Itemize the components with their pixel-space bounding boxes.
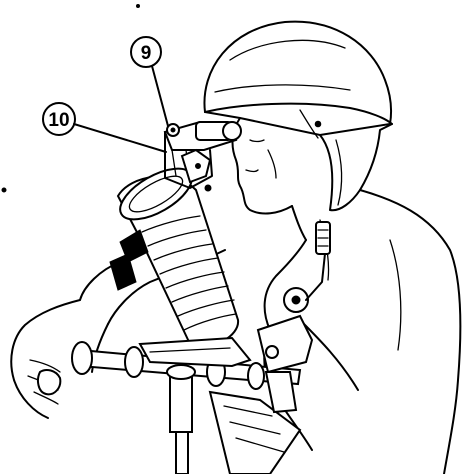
- stray-mark: [2, 188, 6, 192]
- stray-mark: [137, 5, 140, 8]
- callout-9-label: 9: [141, 43, 152, 64]
- soldier-helmet-icon: [204, 22, 392, 138]
- callout-9: 9: [131, 37, 168, 126]
- soldier-head: [233, 118, 392, 240]
- callout-10-label: 10: [48, 110, 69, 131]
- callout-10: 10: [43, 103, 166, 152]
